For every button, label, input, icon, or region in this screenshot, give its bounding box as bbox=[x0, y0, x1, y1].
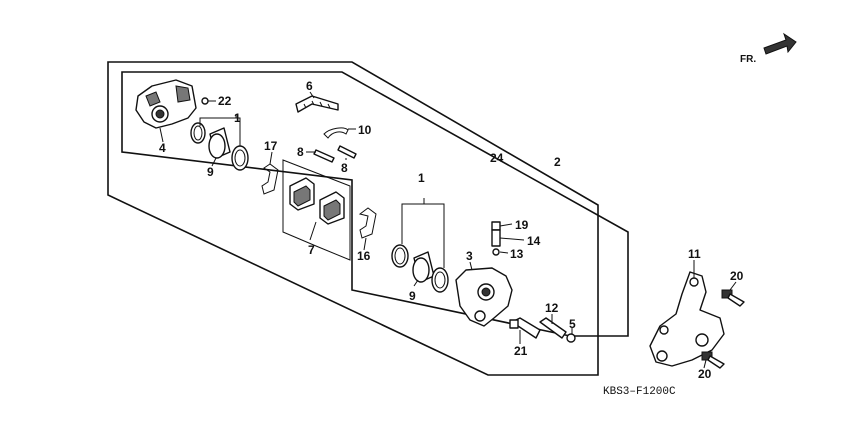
front-direction-label: FR. bbox=[740, 54, 756, 65]
callout-4: 4 bbox=[159, 141, 166, 155]
bleeder-cap-22-icon bbox=[201, 97, 209, 105]
callout-8-right: 8 bbox=[341, 161, 348, 175]
callout-22: 22 bbox=[218, 94, 232, 108]
pad-set-outline bbox=[282, 159, 351, 261]
callout-14: 14 bbox=[527, 234, 541, 248]
callout-11: 11 bbox=[688, 247, 701, 261]
assembly-outline-24 bbox=[121, 71, 629, 337]
bleeder-screw-icon bbox=[491, 221, 501, 256]
callout-17: 17 bbox=[264, 139, 278, 153]
bolt-21-icon bbox=[509, 317, 541, 339]
pad-clip-16-icon bbox=[358, 207, 377, 239]
callout-20-lower: 20 bbox=[698, 367, 712, 381]
callout-8-left: 8 bbox=[297, 145, 304, 159]
callout-2: 2 bbox=[554, 155, 561, 169]
callout-9-upper: 9 bbox=[207, 165, 214, 179]
brake-pad-right-icon bbox=[319, 191, 345, 225]
callout-7: 7 bbox=[308, 243, 315, 257]
caliper-body-4-icon bbox=[135, 79, 197, 129]
assembly-outline-2 bbox=[107, 61, 599, 376]
callout-1-lower: 1 bbox=[418, 171, 425, 185]
callout-6: 6 bbox=[306, 79, 313, 93]
bolt-12-icon bbox=[539, 317, 567, 339]
callout-21: 21 bbox=[514, 344, 528, 358]
callout-1-upper: 1 bbox=[234, 111, 241, 125]
callout-5: 5 bbox=[569, 317, 576, 331]
brake-pad-left-icon bbox=[289, 177, 315, 211]
nut-5-icon bbox=[566, 333, 576, 343]
diagram-code: KBS3–F1200C bbox=[603, 386, 676, 398]
piston-seals-lower-icon bbox=[391, 244, 449, 293]
callout-10: 10 bbox=[358, 123, 372, 137]
caliper-body-3-icon bbox=[455, 267, 513, 327]
callout-3: 3 bbox=[466, 249, 473, 263]
pad-clip-17-icon bbox=[261, 163, 279, 195]
pad-pins-8-icon bbox=[313, 145, 357, 163]
piston-seals-upper-icon bbox=[190, 122, 249, 171]
callout-24: 24 bbox=[490, 151, 504, 165]
retaining-pin-10-icon bbox=[323, 127, 349, 139]
callout-labels: 1 1 2 3 4 5 6 7 8 8 9 9 10 11 12 13 14 1… bbox=[159, 79, 744, 381]
pad-spring-6-icon bbox=[295, 95, 339, 113]
callout-16: 16 bbox=[357, 249, 371, 263]
callout-13: 13 bbox=[510, 247, 524, 261]
bolt-20-upper-icon bbox=[721, 289, 745, 307]
front-direction-arrow-icon: FR. bbox=[740, 32, 797, 65]
leader-lines bbox=[159, 91, 737, 369]
callout-20-upper: 20 bbox=[730, 269, 744, 283]
caliper-bracket-11-icon bbox=[649, 271, 725, 367]
callout-12: 12 bbox=[545, 301, 559, 315]
callout-19: 19 bbox=[515, 218, 529, 232]
callout-9-lower: 9 bbox=[409, 289, 416, 303]
bolt-20-lower-icon bbox=[701, 351, 725, 369]
